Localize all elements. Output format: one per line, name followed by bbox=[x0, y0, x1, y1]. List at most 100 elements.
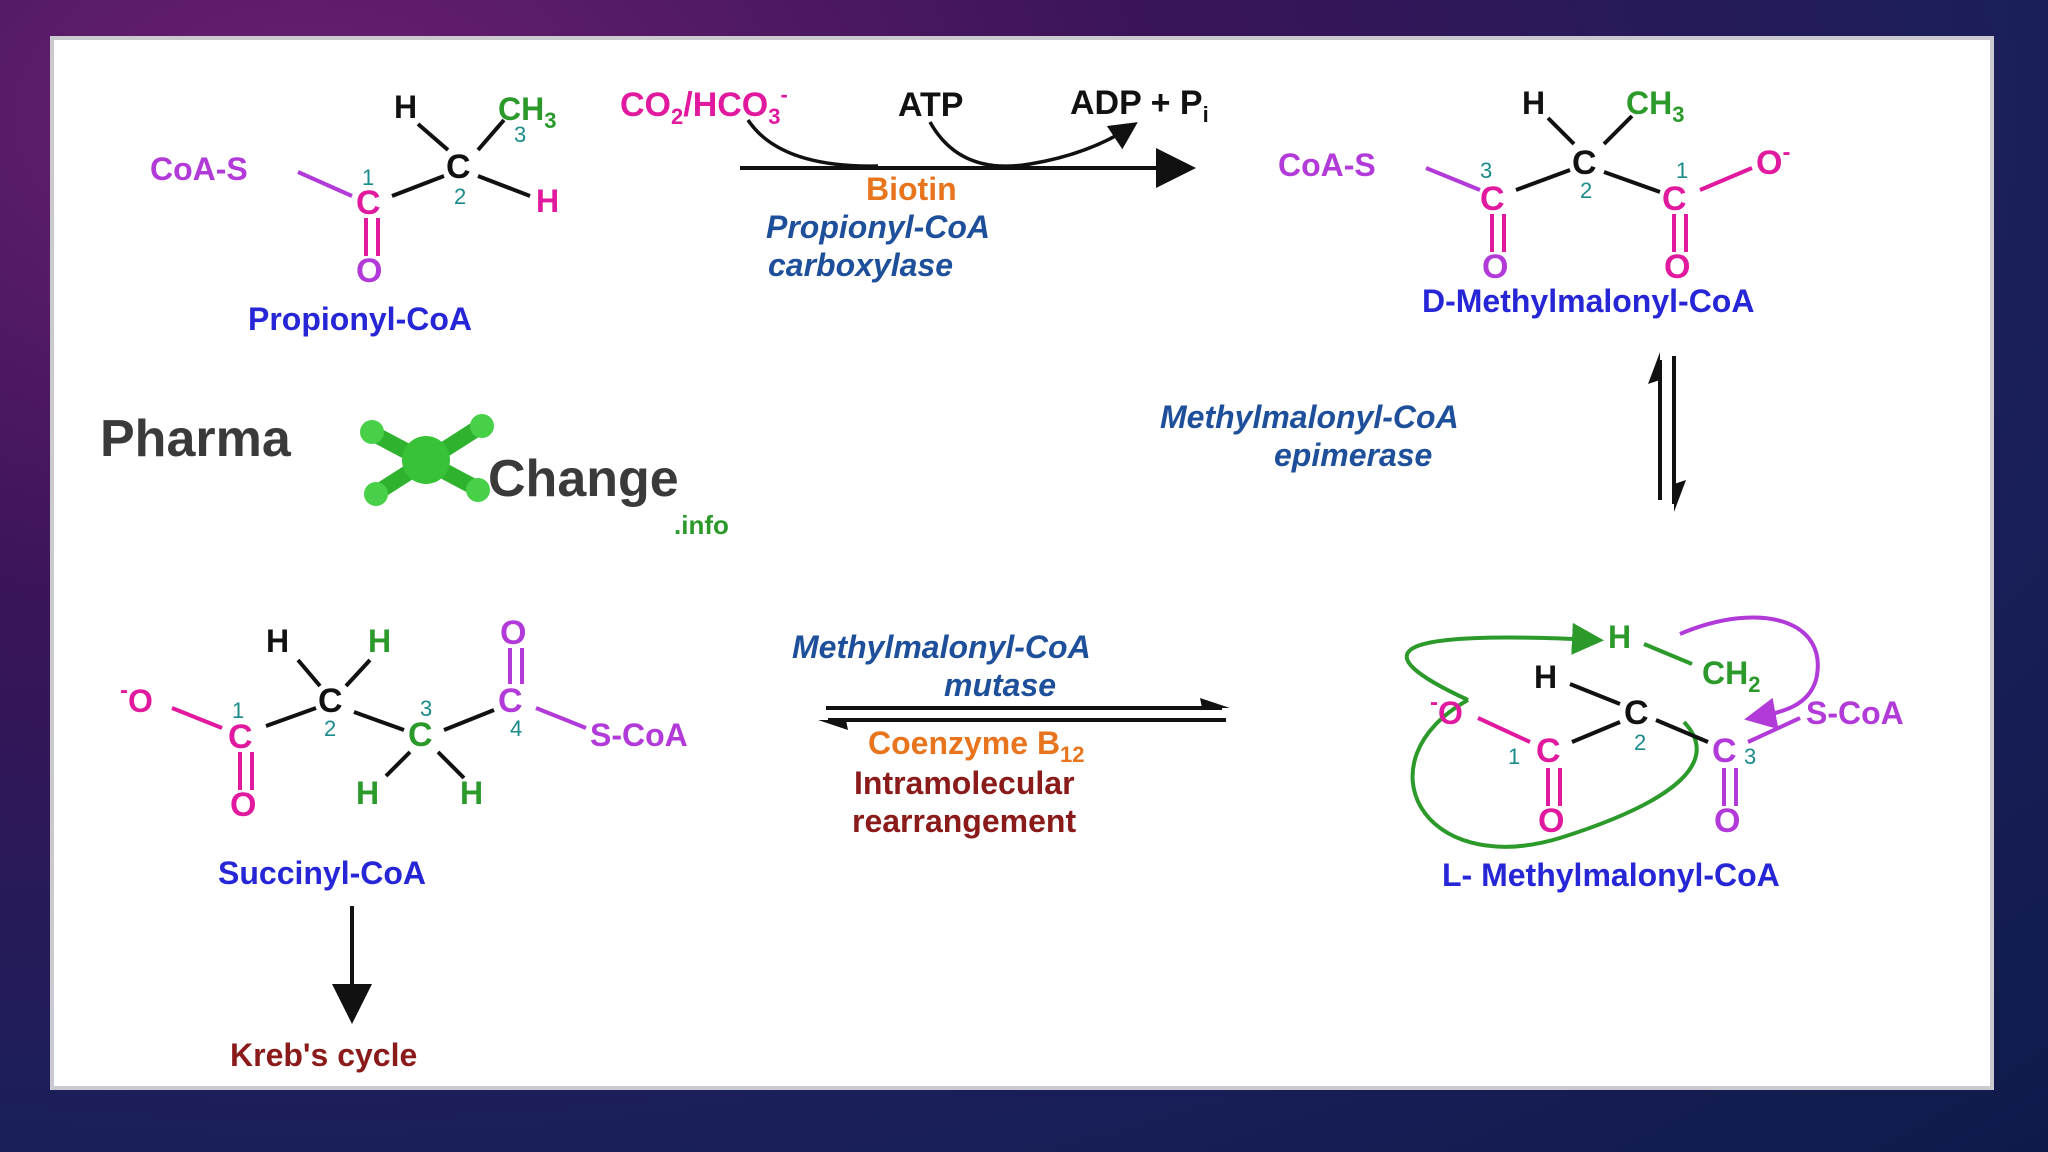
bond bbox=[1515, 168, 1571, 192]
oxygen-anion: O- bbox=[1756, 139, 1790, 182]
d-methylmalonyl-coa-name: D-Methylmalonyl-CoA bbox=[1422, 283, 1754, 319]
krebs-cycle-label: Kreb's cycle bbox=[230, 1037, 417, 1073]
locant-1: 1 bbox=[362, 165, 374, 190]
epimerase-name-2: epimerase bbox=[1274, 437, 1432, 473]
co2-curve bbox=[746, 119, 879, 168]
rearrangement-note-1: Intramolecular bbox=[854, 765, 1075, 801]
half-arrowhead-right bbox=[1200, 698, 1230, 708]
carbon-2: C bbox=[446, 148, 471, 186]
carbon-1: C bbox=[228, 718, 253, 756]
logo-info: .info bbox=[674, 510, 729, 540]
d-methylmalonyl-coa-structure: CoA-S C 3 O C 2 H CH3 C 1 O O- D-Methylm… bbox=[1278, 85, 1790, 319]
locant-3: 3 bbox=[514, 122, 526, 147]
bond bbox=[384, 750, 412, 778]
locant-4: 4 bbox=[510, 716, 522, 741]
hydrogen-c3-right: H bbox=[460, 775, 483, 811]
locant-2: 2 bbox=[1580, 178, 1592, 203]
bond bbox=[171, 706, 223, 730]
carbon-2: C bbox=[1624, 694, 1649, 732]
succinyl-coa-structure: -O C 1 O C 2 H H C 3 H H C 4 O S-CoA Suc… bbox=[120, 614, 688, 891]
hydrogen-top: H bbox=[1608, 619, 1631, 655]
bond bbox=[1569, 682, 1621, 706]
methyl-group: CH3 bbox=[498, 91, 556, 133]
bond bbox=[535, 706, 587, 730]
epimerase-name-1: Methylmalonyl-CoA bbox=[1160, 399, 1459, 435]
bond bbox=[391, 174, 445, 198]
bond bbox=[344, 658, 372, 688]
green-loop bbox=[1410, 698, 1699, 849]
carboxylase-reaction: CO2/HCO3- ATP ADP + Pi Biotin Propionyl-… bbox=[620, 82, 1209, 283]
bond bbox=[443, 708, 495, 732]
purple-migration-arrow bbox=[1679, 615, 1820, 730]
epimerase-reaction: Methylmalonyl-CoA epimerase bbox=[1160, 352, 1686, 512]
carbon-4: C bbox=[498, 682, 523, 720]
coa-s-label: CoA-S bbox=[150, 151, 248, 187]
locant-2: 2 bbox=[454, 184, 466, 209]
bond bbox=[1602, 114, 1634, 146]
carbon-1: C bbox=[356, 184, 381, 222]
succinyl-coa-name: Succinyl-CoA bbox=[218, 855, 426, 891]
s-coa-label: S-CoA bbox=[590, 717, 688, 753]
coenzyme-b12-label: Coenzyme B12 bbox=[868, 725, 1085, 767]
bond bbox=[1603, 170, 1661, 194]
locant-3: 3 bbox=[1744, 744, 1756, 769]
mutase-name-2: mutase bbox=[944, 667, 1056, 703]
bond bbox=[1747, 716, 1801, 744]
bond bbox=[1655, 718, 1709, 744]
mutase-name-1: Methylmalonyl-CoA bbox=[792, 629, 1091, 665]
hydrogen-top: H bbox=[1522, 85, 1545, 121]
oxygen-3: O bbox=[1714, 802, 1740, 840]
bond bbox=[296, 658, 322, 688]
diagram-panel bbox=[50, 36, 1994, 1090]
bond bbox=[476, 118, 506, 152]
pharmaxchange-logo: Pharma Change .info bbox=[100, 410, 729, 540]
hydrogen-left: H bbox=[1534, 659, 1557, 695]
oxygen-top: O bbox=[500, 614, 526, 652]
oxygen-anion: -O bbox=[120, 677, 153, 719]
coa-s-label: CoA-S bbox=[1278, 147, 1376, 183]
half-arrowhead-up bbox=[1648, 352, 1660, 384]
propionyl-coa-name: Propionyl-CoA bbox=[248, 301, 472, 337]
bond bbox=[353, 710, 405, 732]
bond bbox=[1699, 166, 1753, 192]
locant-3: 3 bbox=[420, 696, 432, 721]
rearrangement-note-2: rearrangement bbox=[852, 803, 1076, 839]
locant-1: 1 bbox=[1508, 744, 1520, 769]
half-arrowhead-down bbox=[1674, 480, 1686, 512]
carbon-1: C bbox=[1536, 732, 1561, 770]
s-coa-label: S-CoA bbox=[1806, 695, 1904, 731]
l-methylmalonyl-coa-structure: H CH2 H C 2 -O C 1 O C 3 O S-CoA L- Meth… bbox=[1404, 615, 1904, 893]
hydrogen-right: H bbox=[536, 183, 559, 219]
carboxylase-name-2: carboxylase bbox=[768, 247, 953, 283]
bond bbox=[265, 706, 317, 728]
locant-2: 2 bbox=[324, 716, 336, 741]
atp-adp-curve bbox=[928, 121, 1138, 168]
biotin-label: Biotin bbox=[866, 171, 957, 207]
locant-1: 1 bbox=[232, 698, 244, 723]
bond bbox=[297, 170, 353, 198]
hydrogen-c3-left: H bbox=[356, 775, 379, 811]
carbon-3: C bbox=[1480, 180, 1505, 218]
green-rearrangement-arrow bbox=[1404, 622, 1604, 702]
bond bbox=[1546, 116, 1576, 146]
mutase-reaction: Methylmalonyl-CoA mutase Coenzyme B12 In… bbox=[792, 629, 1230, 839]
l-methylmalonyl-coa-name: L- Methylmalonyl-CoA bbox=[1442, 857, 1780, 893]
molecule-x-icon bbox=[360, 414, 494, 506]
propionyl-coa-structure: CoA-S C 1 O C 2 H CH3 3 H Propionyl-CoA bbox=[150, 89, 559, 337]
carboxylase-name-1: Propionyl-CoA bbox=[766, 209, 990, 245]
oxygen-anion: -O bbox=[1430, 689, 1463, 731]
logo-change: Change bbox=[488, 450, 679, 508]
locant-3: 3 bbox=[1480, 158, 1492, 183]
carbon-2: C bbox=[318, 682, 343, 720]
locant-1: 1 bbox=[1676, 158, 1688, 183]
oxygen-bottom: O bbox=[230, 786, 256, 824]
carbon-2: C bbox=[1572, 144, 1597, 182]
logo-pharma: Pharma bbox=[100, 410, 292, 468]
locant-2: 2 bbox=[1634, 730, 1646, 755]
oxygen-1: O bbox=[1538, 802, 1564, 840]
adp-pi-label: ADP + Pi bbox=[1070, 84, 1209, 127]
carbon-1: C bbox=[1662, 180, 1687, 218]
methylene-group: CH2 bbox=[1702, 655, 1760, 697]
half-arrowhead-left bbox=[818, 720, 848, 730]
